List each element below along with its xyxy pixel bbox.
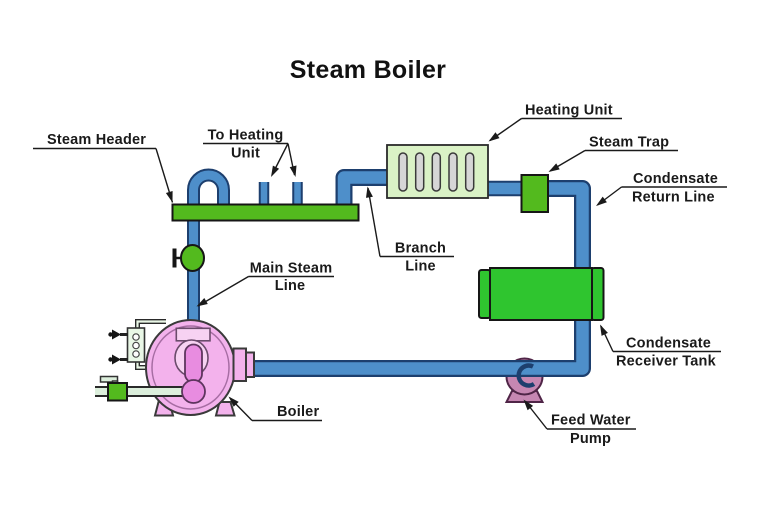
condensate-receiver-tank: [478, 267, 605, 321]
steam-trap-body: [520, 174, 549, 213]
heating-coil-slot: [464, 152, 475, 192]
label-steam-trap: Steam Trap: [589, 135, 669, 151]
sight-glass-port: [132, 350, 140, 358]
tank-right-cap: [590, 267, 605, 321]
sight-glass-port: [132, 333, 140, 341]
label-main-steam-line1: Main Steam: [250, 261, 333, 277]
label-boiler: Boiler: [277, 404, 319, 420]
label-feed-pump-line1: Feed Water: [551, 413, 631, 429]
label-condensate-return-line1: Condensate: [633, 171, 718, 187]
label-to-heating-unit-line2: Unit: [231, 146, 260, 162]
boiler-flue-capsule: [184, 343, 203, 384]
heating-coil-slot: [414, 152, 425, 192]
arrowhead: [488, 132, 500, 142]
feed-valve-body: [107, 382, 128, 402]
main-steam-valve: [172, 244, 205, 272]
branch-line-pipe: [335, 169, 390, 210]
boiler-inner-rim: [151, 325, 230, 410]
arrowhead: [600, 324, 608, 336]
arrowhead: [596, 196, 607, 206]
boiler-outlet-nozzle: [232, 347, 247, 382]
boiler: [95, 319, 255, 417]
arrowhead: [228, 396, 239, 407]
label-to-heating-unit-line1: To Heating: [208, 128, 284, 144]
heating-unit: [386, 144, 489, 199]
gauge-valve-handle: [112, 329, 121, 340]
callouts: [33, 117, 727, 430]
label-branch-line-line2: Line: [405, 259, 436, 275]
valve-body: [180, 244, 205, 272]
pump-volute-curl: [516, 363, 536, 388]
arrowhead: [165, 191, 173, 203]
heating-coil-slot: [448, 152, 458, 192]
tank-body: [489, 267, 593, 321]
label-condensate-tank-line2: Receiver Tank: [616, 354, 717, 370]
arrowhead: [548, 163, 560, 172]
boiler-steam-dome: [175, 327, 211, 342]
gauge-valve-handle: [112, 354, 121, 365]
label-heating-unit: Heating Unit: [525, 103, 613, 119]
arrowhead: [196, 298, 208, 307]
boiler-outlet-nozzle-cap: [245, 351, 255, 378]
label-feed-pump-line2: Pump: [570, 431, 611, 447]
tank-left-cap: [478, 269, 492, 319]
steam-header-loop-pipe: [187, 168, 230, 214]
page-title: Steam Boiler: [290, 56, 446, 84]
label-steam-header: Steam Header: [47, 132, 146, 148]
heating-coil-slot: [431, 152, 442, 192]
steam-header-bar: [171, 203, 360, 222]
arrowhead: [523, 399, 534, 411]
arrowhead: [289, 165, 297, 177]
boiler-right-foot: [214, 401, 236, 417]
leader-branch-line: [367, 187, 381, 257]
sight-glass-port: [132, 341, 140, 350]
leader-main-steam: [197, 275, 249, 307]
gauge-valve-knob: [108, 357, 113, 362]
arrowhead: [271, 165, 280, 177]
label-main-steam-line2: Line: [275, 278, 306, 294]
heating-coil-slot: [398, 152, 408, 192]
arrowhead: [366, 186, 373, 198]
label-branch-line-line1: Branch: [395, 241, 446, 257]
label-condensate-tank-line1: Condensate: [626, 336, 711, 352]
label-condensate-return-line2: Return Line: [632, 190, 715, 206]
gauge-valve-knob: [108, 332, 113, 337]
boiler-lower-drum: [181, 379, 206, 404]
